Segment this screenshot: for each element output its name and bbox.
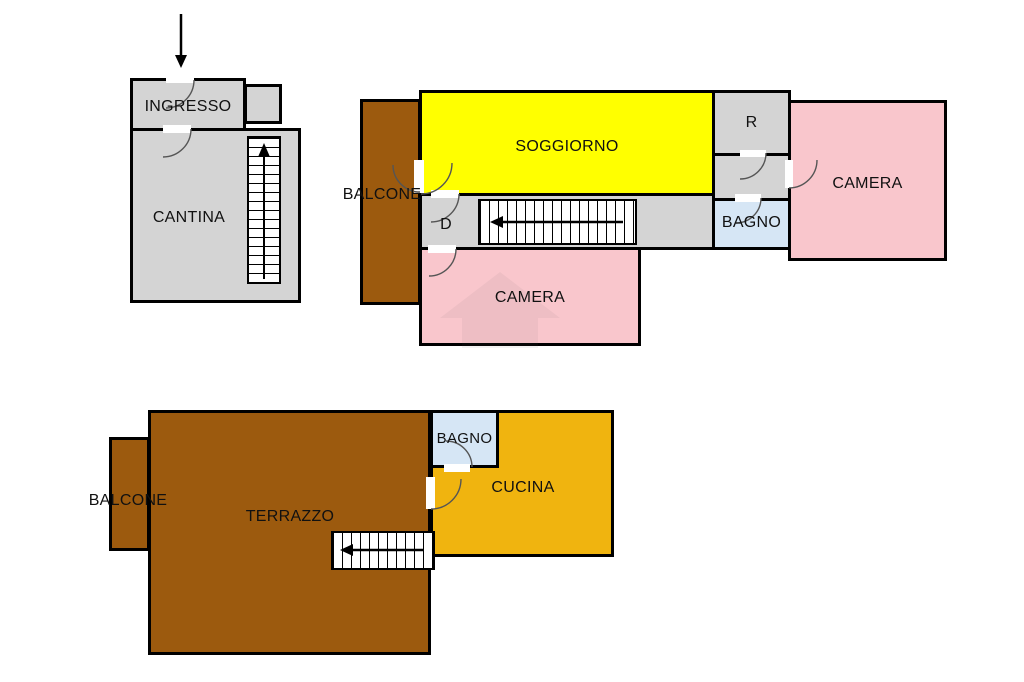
room-bagno-bottom-label: BAGNO: [436, 430, 493, 447]
room-terrazzo-label: TERRAZZO: [245, 508, 335, 525]
room-r-label: R: [745, 114, 758, 131]
room-balcone-top: [360, 99, 421, 305]
cantina-staircase: [247, 136, 281, 284]
room-soggiorno-label: SOGGIORNO: [515, 138, 619, 155]
terrace-staircase: [331, 531, 435, 570]
room-cantina-label: CANTINA: [152, 209, 226, 226]
room-ingresso-label: INGRESSO: [144, 98, 232, 115]
entry-arrow-icon: [175, 14, 187, 68]
room-ingresso-annex: [244, 84, 282, 124]
room-balcone-bottom: [109, 437, 150, 551]
room-d-label: D: [440, 216, 452, 233]
room-balcone-top-label: BALCONE: [342, 186, 422, 203]
room-vestibule: [712, 153, 791, 201]
room-bagno-top-label: BAGNO: [721, 214, 782, 231]
room-cucina-label: CUCINA: [491, 479, 555, 496]
main-staircase: [478, 199, 637, 245]
room-camera-bottom-label: CAMERA: [494, 289, 566, 306]
room-camera-right-label: CAMERA: [832, 175, 903, 192]
room-balcone-bottom-label: BALCONE: [88, 492, 168, 509]
